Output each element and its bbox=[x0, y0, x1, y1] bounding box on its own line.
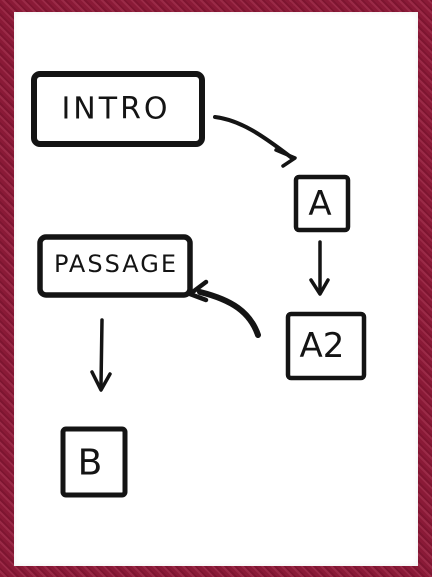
node-a-label: A bbox=[308, 184, 331, 224]
node-intro-label: INTRO bbox=[61, 92, 170, 127]
node-b-label: B bbox=[78, 443, 103, 484]
node-passage-label: PASSAGE bbox=[54, 250, 178, 278]
edge-a2-to-passage bbox=[187, 279, 261, 338]
edge-passage-to-b bbox=[90, 318, 112, 392]
node-a2-label: A2 bbox=[300, 326, 345, 366]
edge-intro-to-a bbox=[213, 115, 297, 168]
node-b: B bbox=[60, 426, 128, 498]
node-a2: A2 bbox=[285, 311, 367, 381]
node-passage: PASSAGE bbox=[37, 234, 193, 298]
node-a: A bbox=[293, 174, 351, 233]
edge-a-to-a2 bbox=[309, 240, 330, 296]
node-intro: INTRO bbox=[31, 71, 205, 147]
